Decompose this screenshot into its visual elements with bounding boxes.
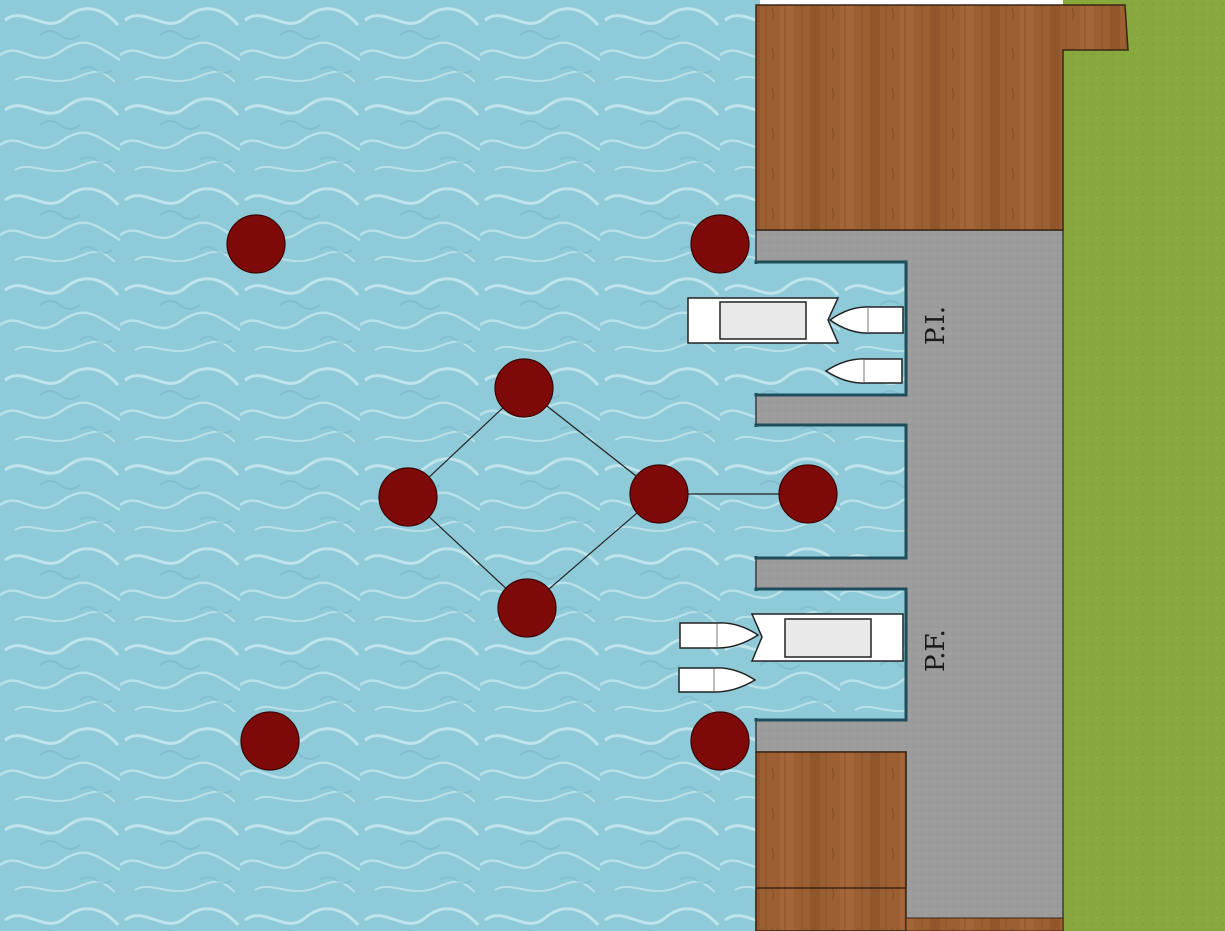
buoy [630,465,688,523]
wood-deck-bottom [756,752,906,931]
vessel-upper [688,298,838,343]
buoy [691,215,749,273]
buoy [227,215,285,273]
buoy [241,712,299,770]
grass-top-corner [1125,0,1225,50]
buoy [495,359,553,417]
buoy [379,468,437,526]
buoy [691,712,749,770]
grass-area [1063,0,1225,931]
buoy [498,579,556,637]
water-area [0,0,760,931]
vessel-lower [752,614,903,661]
pier-label-final: P.F. [921,629,951,672]
wood-strip-bottom [906,918,1063,931]
buoy [779,465,837,523]
pier-label-initial: P.I. [921,306,951,345]
